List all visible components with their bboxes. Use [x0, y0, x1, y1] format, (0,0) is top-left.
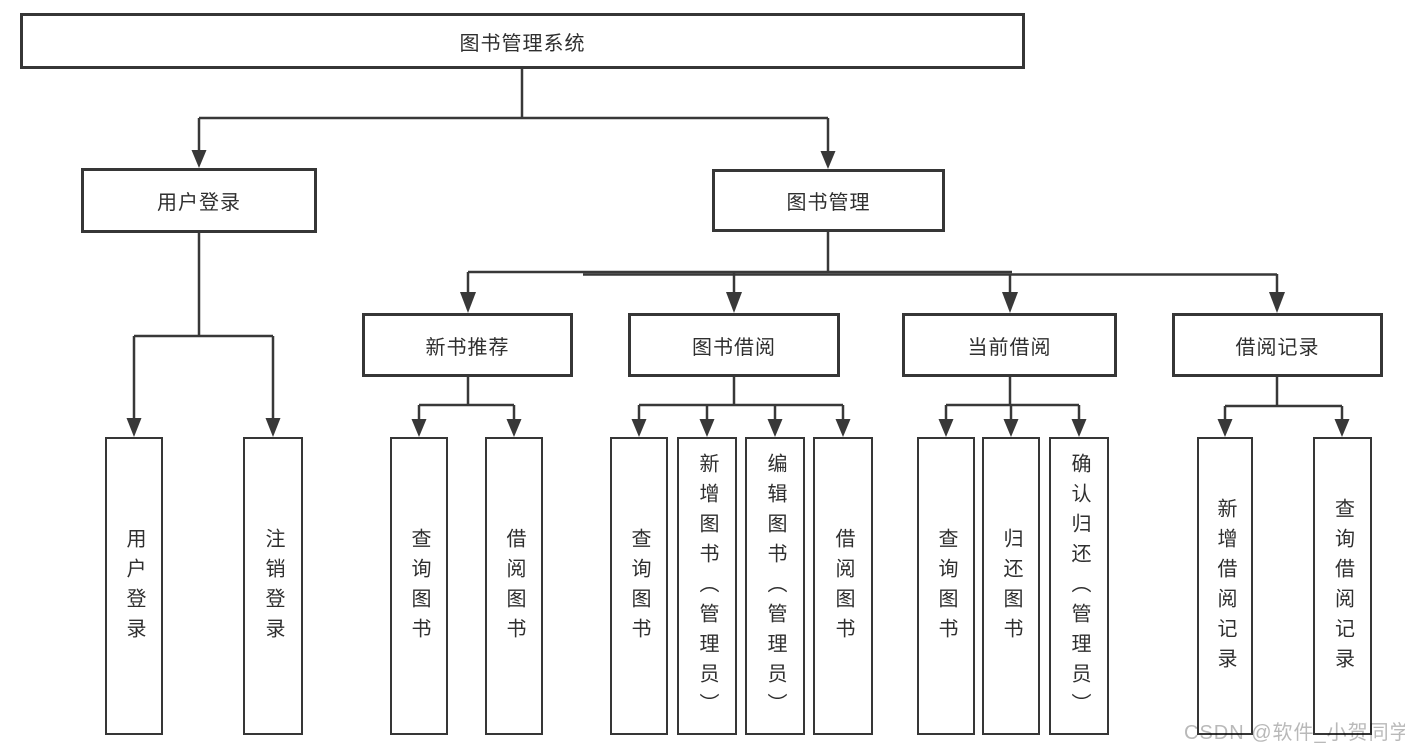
- connector-records-to-leaves: [1217, 377, 1350, 437]
- leaf-borrow-books: 借阅图书: [813, 437, 873, 735]
- connector-current-to-leaves: [938, 377, 1087, 437]
- arrowhead-icon: [726, 292, 742, 313]
- arrowhead-icon: [938, 419, 954, 437]
- connector-borrow-to-leaves: [631, 377, 851, 437]
- arrowhead-icon: [835, 419, 851, 437]
- leaf-query-books: 查询图书: [610, 437, 668, 735]
- connector-bookmgmt-to-level3: [460, 232, 1285, 313]
- connector-login-to-leaves: [126, 233, 281, 437]
- leaf-query-borrow-record: 查询借阅记录: [1313, 437, 1372, 735]
- leaf-add-borrow-record: 新增借阅记录: [1197, 437, 1253, 735]
- arrowhead-icon: [265, 418, 281, 437]
- node-new-book-recommend: 新书推荐: [362, 313, 573, 377]
- leaf-confirm-return-admin: 确认归还（管理员）: [1049, 437, 1109, 735]
- node-book-management: 图书管理: [712, 169, 945, 232]
- arrowhead-icon: [460, 292, 476, 313]
- node-user-login: 用户登录: [81, 168, 317, 233]
- connector-root-to-level2: [191, 69, 836, 169]
- arrowhead-icon: [1334, 419, 1350, 437]
- arrowhead-icon: [699, 419, 715, 437]
- leaf-query-books: 查询图书: [390, 437, 448, 735]
- leaf-edit-book-admin: 编辑图书（管理员）: [745, 437, 805, 735]
- arrowhead-icon: [506, 419, 522, 437]
- arrowhead-icon: [1269, 292, 1285, 313]
- arrowhead-icon: [1071, 419, 1087, 437]
- arrowhead-icon: [767, 419, 783, 437]
- node-current-borrow: 当前借阅: [902, 313, 1117, 377]
- node-root-system: 图书管理系统: [20, 13, 1025, 69]
- leaf-add-book-admin: 新增图书（管理员）: [677, 437, 737, 735]
- connector-newrec-to-leaves: [411, 377, 522, 437]
- node-borrow-records: 借阅记录: [1172, 313, 1383, 377]
- arrowhead-icon: [1002, 292, 1018, 313]
- arrowhead-icon: [191, 150, 207, 168]
- arrowhead-icon: [1003, 419, 1019, 437]
- arrowhead-icon: [631, 419, 647, 437]
- node-book-borrow: 图书借阅: [628, 313, 840, 377]
- arrowhead-icon: [126, 418, 142, 437]
- watermark: CSDN @软件_小贺同学: [1184, 722, 1405, 744]
- leaf-logout: 注销登录: [243, 437, 303, 735]
- leaf-user-login: 用户登录: [105, 437, 163, 735]
- arrowhead-icon: [1217, 419, 1233, 437]
- arrowhead-icon: [820, 151, 836, 169]
- leaf-return-books: 归还图书: [982, 437, 1040, 735]
- leaf-query-books: 查询图书: [917, 437, 975, 735]
- arrowhead-icon: [411, 419, 427, 437]
- leaf-borrow-books: 借阅图书: [485, 437, 543, 735]
